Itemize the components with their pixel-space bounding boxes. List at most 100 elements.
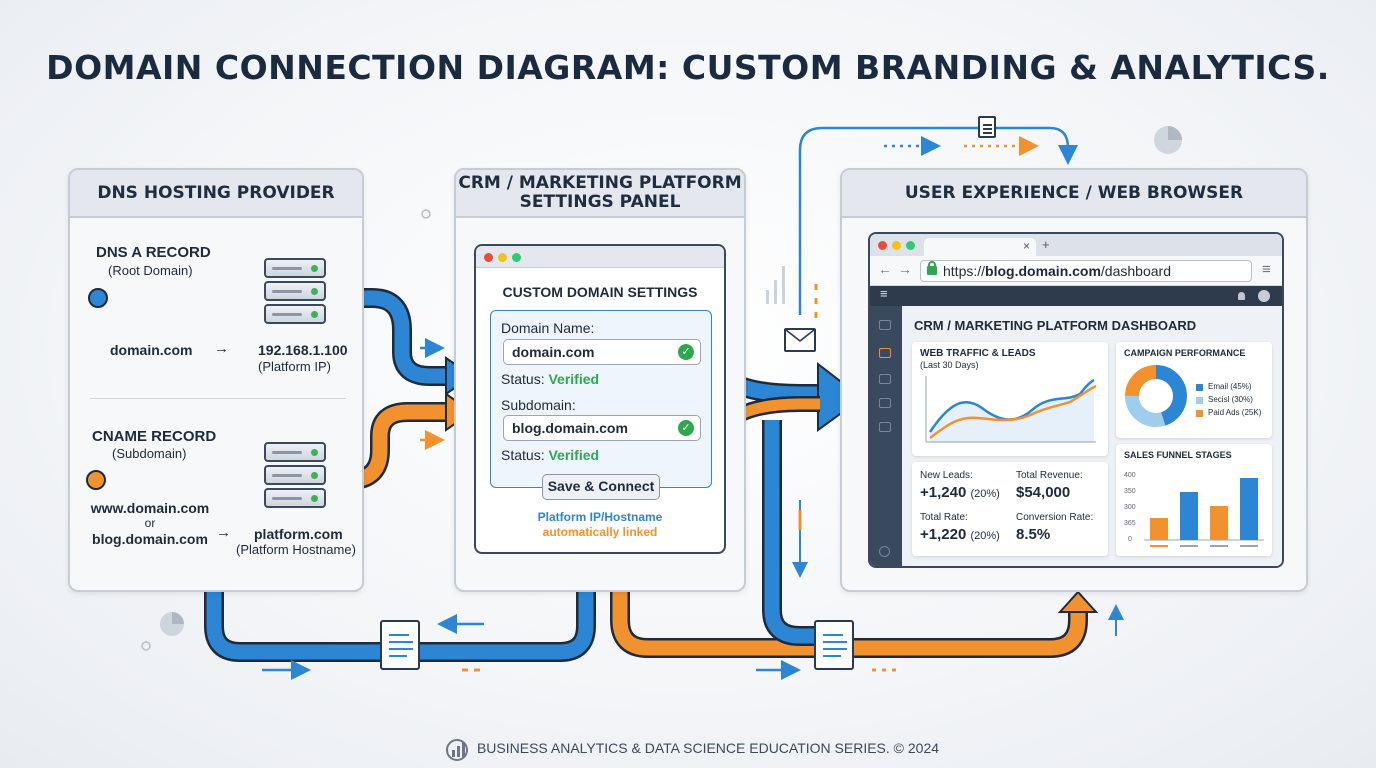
crm-panel-heading: CRM / MARKETING PLATFORM SETTINGS PANEL xyxy=(456,170,744,218)
lock-icon xyxy=(927,266,937,275)
browser-tab[interactable]: × xyxy=(924,238,1036,256)
traffic-title: WEB TRAFFIC & LEADS xyxy=(920,348,1036,359)
analytics-logo-icon xyxy=(446,739,468,761)
url-host: blog.domain.com xyxy=(985,263,1101,279)
subdomain-value: blog.domain.com xyxy=(512,420,628,436)
subdomain-status-value: Verified xyxy=(548,447,600,463)
kpi-revenue-label: Total Revenue: xyxy=(1016,470,1083,481)
funnel-tick-350: 350 xyxy=(1124,488,1136,495)
tab-close-icon[interactable]: × xyxy=(1022,239,1030,253)
url-path: /dashboard xyxy=(1100,263,1171,279)
crm-heading-line2: SETTINGS PANEL xyxy=(519,192,681,212)
source-dot-orange-icon xyxy=(86,470,106,490)
cname-source-1: www.domain.com xyxy=(90,500,210,516)
kpi-card: New Leads: +1,240 (20%) Total Revenue: $… xyxy=(912,462,1108,556)
legend-swatch-social xyxy=(1196,397,1203,404)
document-icon-left xyxy=(380,620,420,670)
kpi-new-leads-number: +1,240 xyxy=(920,484,967,501)
bell-icon[interactable] xyxy=(1238,292,1245,300)
funnel-tick-365: 365 xyxy=(1124,520,1136,527)
legend-swatch-email xyxy=(1196,384,1203,391)
traffic-subtitle: (Last 30 Days) xyxy=(920,360,979,370)
subdomain-input[interactable]: blog.domain.com ✓ xyxy=(503,415,701,441)
a-record-arrow: → xyxy=(214,340,229,357)
a-record-subtitle: (Root Domain) xyxy=(108,263,193,278)
maximize-dot-icon[interactable] xyxy=(512,253,521,262)
traffic-series-blue xyxy=(928,378,1095,433)
app-menu-icon[interactable]: ≡ xyxy=(880,286,888,301)
new-tab-icon[interactable]: + xyxy=(1042,237,1050,252)
panel-divider xyxy=(90,398,346,399)
save-connect-button[interactable]: Save & Connect xyxy=(542,474,660,500)
document-icon-right xyxy=(814,620,854,670)
a-record-target-note: (Platform IP) xyxy=(258,359,331,374)
close-dot-icon[interactable] xyxy=(484,253,493,262)
kpi-rate-number: +1,220 xyxy=(920,526,967,543)
funnel-tick-300: 300 xyxy=(1124,504,1136,511)
pie-decor-bottom xyxy=(160,612,184,636)
browser-max-dot-icon[interactable] xyxy=(906,241,915,250)
crm-heading-line1: CRM / MARKETING PLATFORM xyxy=(458,173,742,193)
platform-note-line2: automatically linked xyxy=(542,525,658,539)
url-bar[interactable]: https://blog.domain.com/dashboard xyxy=(920,260,1252,282)
app-sidebar xyxy=(870,306,902,566)
domain-status-value: Verified xyxy=(548,371,600,387)
subdomain-status-label: Status: xyxy=(501,447,545,463)
cname-target-note: (Platform Hostname) xyxy=(236,542,356,557)
dashboard-title: CRM / MARKETING PLATFORM DASHBOARD xyxy=(914,318,1197,333)
a-record-target: 192.168.1.100 xyxy=(258,342,348,358)
cname-arrow: → xyxy=(216,524,231,541)
funnel-tick-0: 0 xyxy=(1128,536,1132,543)
subdomain-check-icon: ✓ xyxy=(678,420,694,436)
platform-note-line1: Platform IP/Hostname xyxy=(537,510,663,524)
avatar[interactable] xyxy=(1258,290,1270,302)
domain-name-value: domain.com xyxy=(512,344,595,360)
browser-menu-icon[interactable]: ≡ xyxy=(1262,261,1271,278)
sidebar-mail-icon[interactable] xyxy=(879,398,891,408)
domain-status-label: Status: xyxy=(501,371,545,387)
minimize-dot-icon[interactable] xyxy=(498,253,507,262)
kpi-conversion-label: Conversion Rate: xyxy=(1016,512,1094,523)
traffic-series-orange xyxy=(929,384,1097,439)
settings-title: CUSTOM DOMAIN SETTINGS xyxy=(502,284,698,300)
cname-target: platform.com xyxy=(254,526,343,542)
kpi-rate-pct: (20%) xyxy=(970,530,1000,542)
sidebar-analytics-icon[interactable] xyxy=(879,348,891,358)
kpi-new-leads-pct: (20%) xyxy=(970,488,1000,500)
domain-name-label: Domain Name: xyxy=(501,320,595,336)
server-icon-cname xyxy=(264,442,326,511)
sidebar-settings-icon[interactable] xyxy=(879,546,890,557)
legend-social: Secisl (30%) xyxy=(1208,395,1253,404)
funnel-bar-3 xyxy=(1210,506,1228,540)
settings-titlebar xyxy=(476,246,724,268)
kpi-new-leads-value: +1,240 (20%) xyxy=(920,484,1000,501)
sidebar-reports-icon[interactable] xyxy=(879,374,891,384)
subdomain-status: Status: Verified xyxy=(501,447,599,463)
cname-source-2: blog.domain.com xyxy=(92,531,208,547)
funnel-card: SALES FUNNEL STAGES 400 350 300 365 0 xyxy=(1116,444,1272,556)
verified-check-icon: ✓ xyxy=(678,344,694,360)
document-icon-top xyxy=(978,116,996,138)
sidebar-docs-icon[interactable] xyxy=(879,422,891,432)
domain-status: Status: Verified xyxy=(501,371,599,387)
browser-min-dot-icon[interactable] xyxy=(892,241,901,250)
domain-name-input[interactable]: domain.com ✓ xyxy=(503,339,701,365)
funnel-bar-1 xyxy=(1150,518,1168,540)
back-icon[interactable]: ← xyxy=(878,261,892,277)
settings-window: CUSTOM DOMAIN SETTINGS Domain Name: doma… xyxy=(474,244,726,554)
cname-or: or xyxy=(144,516,156,530)
sidebar-home-icon[interactable] xyxy=(879,320,891,330)
forward-icon[interactable]: → xyxy=(898,261,912,277)
source-dot-icon xyxy=(88,288,108,308)
browser-close-dot-icon[interactable] xyxy=(878,241,887,250)
browser-panel-heading: USER EXPERIENCE / WEB BROWSER xyxy=(842,170,1306,218)
url-scheme: https:// xyxy=(943,263,986,279)
domain-settings-box: Domain Name: domain.com ✓ Status: Verifi… xyxy=(490,310,712,488)
dns-panel-heading: DNS HOSTING PROVIDER xyxy=(70,170,362,218)
funnel-title: SALES FUNNEL STAGES xyxy=(1124,450,1232,460)
funnel-bar-2 xyxy=(1180,492,1198,540)
subdomain-label: Subdomain: xyxy=(501,397,576,413)
app-topbar xyxy=(870,286,1282,306)
cname-subtitle: (Subdomain) xyxy=(112,446,187,461)
dashboard-content: CRM / MARKETING PLATFORM DASHBOARD WEB T… xyxy=(902,306,1282,566)
